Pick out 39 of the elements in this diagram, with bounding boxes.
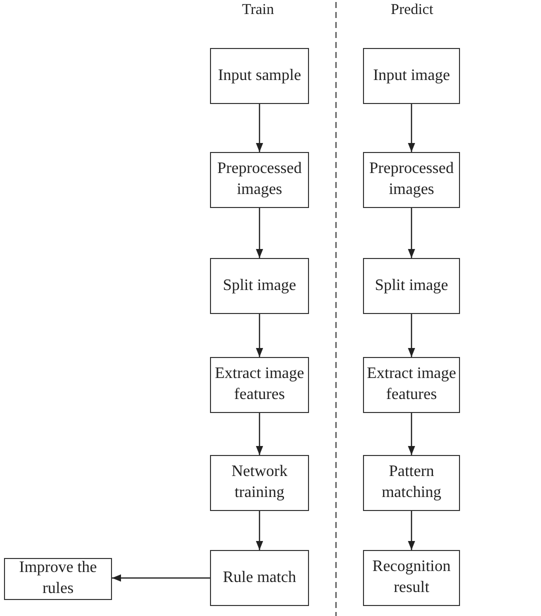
- process-box: [4, 558, 112, 600]
- box-label: Extract image features: [366, 364, 458, 405]
- column-heading: Train: [242, 2, 274, 19]
- arrow: [256, 208, 264, 258]
- box-label: Preprocessed images: [368, 159, 455, 200]
- arrow: [256, 314, 264, 357]
- arrow: [256, 413, 264, 455]
- process-box: [363, 48, 460, 104]
- arrow: [256, 104, 264, 152]
- process-box: [363, 152, 460, 208]
- process-box: [210, 152, 309, 208]
- box-label: Network training: [230, 462, 288, 503]
- box-label: Preprocessed images: [216, 159, 303, 200]
- box-label: Extract image features: [214, 364, 306, 405]
- box-label: Split image: [374, 276, 448, 296]
- process-box: [210, 258, 309, 314]
- process-box: [363, 357, 460, 413]
- arrow: [408, 314, 416, 357]
- arrow: [256, 511, 264, 550]
- box-label: Split image: [222, 276, 296, 296]
- column-heading: Predict: [390, 2, 434, 19]
- process-box: [210, 48, 309, 104]
- process-box: [363, 455, 460, 511]
- process-box: [363, 258, 460, 314]
- box-label: Rule match: [222, 568, 296, 588]
- arrow: [408, 413, 416, 455]
- box-label: Improve the rules: [18, 558, 98, 599]
- arrow: [112, 574, 210, 582]
- box-label: Input image: [373, 66, 450, 86]
- arrow: [408, 511, 416, 550]
- process-box: [210, 357, 309, 413]
- process-box: [363, 550, 460, 606]
- box-label: Pattern matching: [380, 462, 442, 503]
- process-box: [210, 455, 309, 511]
- arrow: [408, 104, 416, 152]
- process-box: [210, 550, 309, 606]
- box-label: Recognition result: [371, 557, 452, 598]
- arrow: [408, 208, 416, 258]
- box-label: Input sample: [218, 66, 302, 86]
